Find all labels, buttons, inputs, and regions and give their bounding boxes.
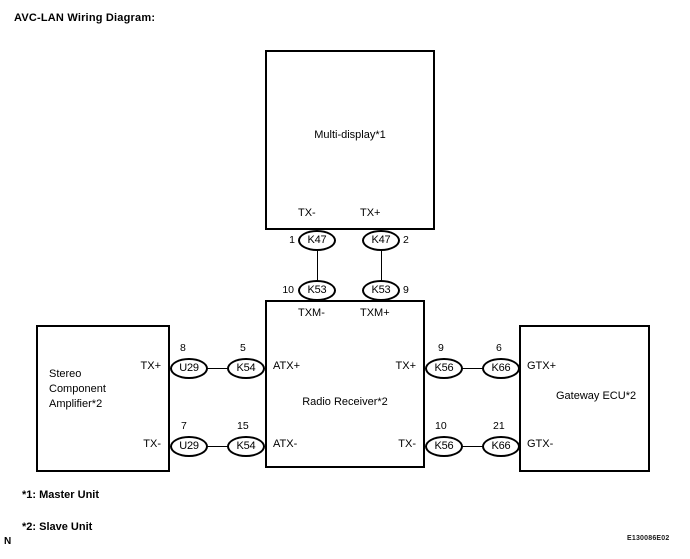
pin-number-k66-lower: 21: [493, 420, 505, 432]
connector-k53-right[interactable]: K53: [362, 280, 400, 301]
stereo-amplifier-label: Stereo Component Amplifier*2: [49, 368, 106, 410]
pin-number-k47-right: 2: [403, 234, 409, 246]
radio-receiver-label: Radio Receiver*2: [302, 396, 388, 408]
pin-number-k47-left: 1: [289, 234, 295, 246]
connector-k54-lower[interactable]: K54: [227, 436, 265, 457]
scan-artifact-letter: N: [4, 536, 12, 547]
pin-number-u29-lower: 7: [181, 420, 187, 432]
terminal-radio-txm-minus: TXM-: [298, 307, 325, 319]
page-title: AVC-LAN Wiring Diagram:: [14, 12, 156, 24]
terminal-display-tx-minus: TX-: [298, 207, 316, 219]
wire-k47-k53-right: [381, 248, 382, 292]
gateway-ecu-label: Gateway ECU*2: [556, 390, 637, 402]
terminal-display-tx-plus: TX+: [360, 207, 381, 219]
terminal-radio-tx-minus: TX-: [398, 438, 416, 450]
terminal-radio-atx-minus: ATX-: [273, 438, 298, 450]
wire-k47-k53-left: [317, 248, 318, 292]
pin-number-k53-right: 9: [403, 284, 409, 296]
connector-k47-right[interactable]: K47: [362, 230, 400, 251]
pin-number-k66-upper: 6: [496, 342, 502, 354]
wire-u29-k54-lower: [189, 446, 235, 447]
terminal-amp-tx-plus: TX+: [140, 360, 161, 372]
terminal-radio-tx-plus: TX+: [395, 360, 416, 372]
footnote-master-unit: *1: Master Unit: [22, 489, 100, 501]
pin-number-k54-lower: 15: [237, 420, 249, 432]
pin-number-u29-upper: 8: [180, 342, 186, 354]
pin-number-k56-upper: 9: [438, 342, 444, 354]
multi-display-box: Multi-display*1 TX- TX+: [265, 50, 435, 230]
footnote-slave-unit: *2: Slave Unit: [22, 521, 93, 533]
terminal-gateway-gtx-minus: GTX-: [527, 438, 554, 450]
pin-number-k56-lower: 10: [435, 420, 447, 432]
terminal-gateway-gtx-plus: GTX+: [527, 360, 557, 372]
connector-k66-upper[interactable]: K66: [482, 358, 520, 379]
multi-display-label: Multi-display*1: [314, 129, 386, 141]
connector-k56-lower[interactable]: K56: [425, 436, 463, 457]
reference-code: E130086E02: [627, 535, 670, 542]
connector-k53-left[interactable]: K53: [298, 280, 336, 301]
terminal-radio-atx-plus: ATX+: [273, 360, 301, 372]
gateway-ecu-box: Gateway ECU*2 GTX+ GTX-: [519, 325, 650, 472]
pin-number-k54-upper: 5: [240, 342, 246, 354]
stereo-amplifier-box: Stereo Component Amplifier*2 TX+ TX-: [36, 325, 170, 472]
connector-k54-upper[interactable]: K54: [227, 358, 265, 379]
radio-receiver-box: TXM- TXM+ Radio Receiver*2 ATX+ ATX- TX+…: [265, 300, 425, 468]
connector-k47-left[interactable]: K47: [298, 230, 336, 251]
connector-u29-upper[interactable]: U29: [170, 358, 208, 379]
connector-k56-upper[interactable]: K56: [425, 358, 463, 379]
connector-k66-lower[interactable]: K66: [482, 436, 520, 457]
terminal-amp-tx-minus: TX-: [143, 438, 161, 450]
connector-u29-lower[interactable]: U29: [170, 436, 208, 457]
wire-u29-k54-upper: [189, 368, 235, 369]
wire-k56-k66-upper: [444, 368, 490, 369]
wire-k56-k66-lower: [444, 446, 490, 447]
pin-number-k53-left: 10: [282, 284, 294, 296]
terminal-radio-txm-plus: TXM+: [360, 307, 390, 319]
